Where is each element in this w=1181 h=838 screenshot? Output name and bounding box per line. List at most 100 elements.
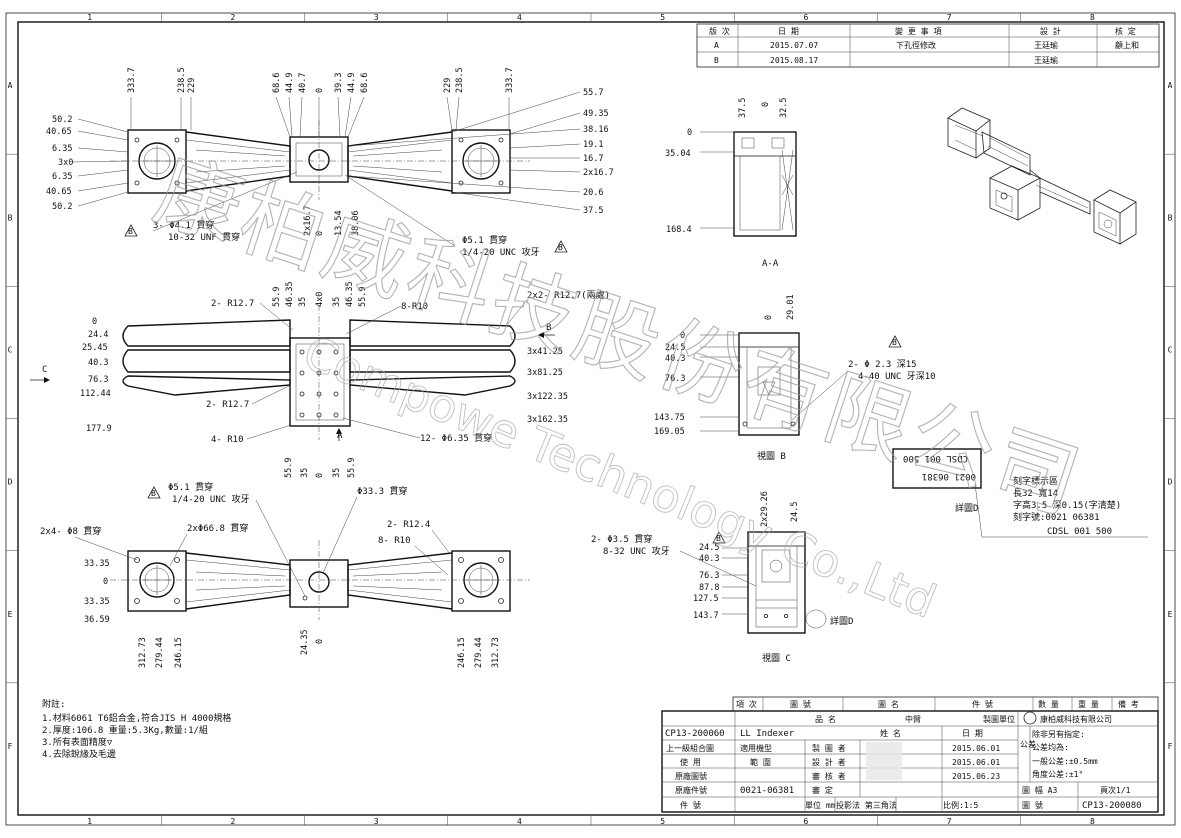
rev-a-letter: A: [714, 41, 719, 50]
vc-dim-l5: 143.7: [693, 611, 719, 621]
fv-dim-t4: 35: [332, 297, 342, 307]
vb-rev-tag: B: [892, 338, 897, 347]
tb-parts-h5: 重 量: [1078, 699, 1099, 709]
tb-role-3: 審 定: [812, 785, 833, 795]
tb-usage-label: 使 用: [680, 757, 701, 767]
tb-role-0: 製 圖 者: [812, 743, 846, 753]
detail-d: CDSL 001 500 0021 06381 詳圖D 刻字標示區 長32 寬1…: [892, 448, 1148, 538]
notes-line-1: 1.材料6061 T6鋁合金,符合JIS H 4000規格: [42, 712, 231, 724]
tb-tol-side: 公差: [1020, 739, 1036, 749]
tv-dim-r2: 38.16: [583, 125, 609, 135]
top-view-bottom-dims: 2x16.7 0 13.54 38.06: [303, 205, 361, 236]
tv-dim-l4: 6.35: [52, 172, 72, 182]
dd-code: CDSL 001 500: [1047, 527, 1112, 537]
fv-label-4r10: 4- R10: [211, 435, 244, 445]
tb-parts-h0: 項 次: [736, 699, 757, 709]
tb-pinming-value: 中臂: [905, 714, 921, 724]
vc-note-b: 8-32 UNC 攻牙: [603, 545, 670, 557]
border-row-label-C-right: C: [1168, 345, 1173, 354]
mounting-hole: [333, 391, 339, 397]
bv-dim-l3: 36.59: [84, 615, 110, 625]
tv-dim-r0: 55.7: [583, 88, 603, 98]
tb-size: 圖 幅 A3: [1022, 785, 1057, 795]
border-col-label-1-top: 1: [87, 13, 92, 22]
tv-rev-tag-1: B: [128, 227, 133, 236]
vc-dim-l2: 76.3: [699, 571, 719, 581]
mounting-hole: [299, 391, 305, 397]
top-view-left-dims: 50.2 40.65 6.35 3x0 6.35 40.65 50.2: [46, 115, 73, 212]
border-col-label-4-top: 4: [517, 13, 522, 22]
dd-engrave-2: 0021 06381: [922, 471, 976, 481]
bv-dim-b2: 246.15: [174, 637, 184, 668]
bottom-view-notes: B Φ5.1 貫穿 1/4-20 UNC 攻牙 Φ33.3 貫穿 2x4- Φ8…: [40, 481, 451, 597]
fv-dim-t2: 35: [298, 297, 308, 307]
tv-dim-b3: 38.06: [351, 210, 361, 236]
tb-parts-h6: 備 考: [1118, 699, 1139, 709]
tb-parts-h4: 數 量: [1038, 699, 1059, 709]
notes-line-4: 4.去除銳緣及毛邊: [42, 748, 116, 760]
bv-rev-tag: B: [151, 489, 156, 498]
tv-dim-r3: 19.1: [583, 140, 603, 150]
tb-date-2: 2015.06.23: [952, 772, 1000, 781]
border-row-label-D-left: D: [8, 478, 13, 487]
tv-dim-l2: 6.35: [52, 144, 72, 154]
tv-dim-l6: 50.2: [52, 202, 72, 212]
bv-dim-b4: 0: [315, 639, 325, 644]
signature-blur: [866, 742, 902, 780]
view-b: 0 29.01 0 24.5 40.3 76.3 143.75 169.05 B…: [654, 294, 936, 462]
tb-tol-2: 公差均為:: [1032, 742, 1069, 752]
tv-dim-t2: 229: [187, 78, 197, 93]
fv-arrow-a: A: [337, 431, 343, 441]
rev-header-date: 日 期: [778, 27, 799, 36]
tv-dim-t3: 68.6: [272, 73, 282, 93]
tv-note1-b: 10-32 UNF 貫穿: [168, 231, 240, 243]
tb-parts-h2: 圖 名: [878, 699, 899, 709]
front-view: [30, 305, 555, 441]
border-col-label-2-top: 2: [230, 13, 235, 22]
bv-note5: 2- R12.4: [387, 520, 430, 530]
border-row-label-E-left: E: [8, 610, 13, 619]
tb-date-col: 日 期: [962, 729, 983, 738]
bottom-view-bottom-dims: 312.73 279.44 246.15 24.35 0 246.15 279.…: [138, 629, 501, 668]
tb-orig-drawing: 原廠圖號: [675, 771, 707, 781]
mounting-hole: [299, 412, 305, 418]
fv-dim-l0: 0: [92, 317, 97, 327]
aa-dim-l1: 35.04: [665, 149, 691, 159]
border-col-label-7-top: 7: [947, 13, 952, 22]
tb-page: 頁次1/1: [1100, 785, 1131, 795]
rev-b-design: 王廷瑜: [1034, 55, 1058, 65]
fv-label-r127-a: 2- R12.7: [211, 299, 254, 309]
rev-b-date: 2015.08.17: [770, 56, 818, 65]
tv-note2-b: 1/4-20 UNC 攻牙: [462, 246, 540, 258]
fv-dim-r2: 3x122.35: [527, 392, 568, 402]
top-view-top-dims: 333.7 238.5 229 68.6 44.9 40.7 0 39.3 44…: [127, 67, 515, 93]
border-row-label-F-right: F: [1168, 742, 1173, 751]
rev-a-change: 下孔徑修改: [896, 40, 936, 50]
border-col-label-8-top: 8: [1090, 13, 1095, 22]
tb-tol-3: 一般公差:±0.5mm: [1032, 756, 1098, 766]
rev-header-design: 設 計: [1040, 26, 1061, 36]
notes-title: 附註:: [42, 698, 65, 710]
front-view-right-dims: 3x41.25 3x81.25 3x122.35 3x162.35: [527, 347, 568, 425]
bv-dim-l0: 33.35: [84, 559, 110, 569]
fv-dim-t6: 55.9: [358, 287, 368, 307]
outer-frame: [5, 12, 1176, 826]
bottom-view: [110, 540, 530, 620]
vb-dim-l1: 24.5: [665, 343, 685, 353]
isometric-view: [947, 107, 1137, 245]
tb-orig-part: 原廠件號: [675, 785, 707, 795]
tv-dim-t1: 238.5: [177, 67, 187, 93]
bv-dim-b7: 312.73: [491, 637, 501, 668]
border-row-label-D-right: D: [1168, 478, 1173, 487]
mounting-hole: [333, 349, 339, 355]
tb-company: 康柏威科技有限公司: [1040, 714, 1112, 724]
aa-dim-l0: 0: [687, 128, 692, 138]
rev-b-letter: B: [714, 56, 719, 65]
front-view-top-dims: 55.9 46.35 35 4x0 35 46.35 55.9: [272, 281, 368, 307]
tv-dim-b1: 0: [315, 231, 325, 236]
front-view-left-dims: 0 24.4 25.45 40.3 76.3 112.44 177.9: [80, 317, 112, 434]
vc-note-a: 2- Φ3.5 貫穿: [591, 533, 652, 545]
tb-tol-title: 除非另有指定:: [1032, 729, 1085, 739]
border-col-label-6-top: 6: [803, 13, 808, 22]
